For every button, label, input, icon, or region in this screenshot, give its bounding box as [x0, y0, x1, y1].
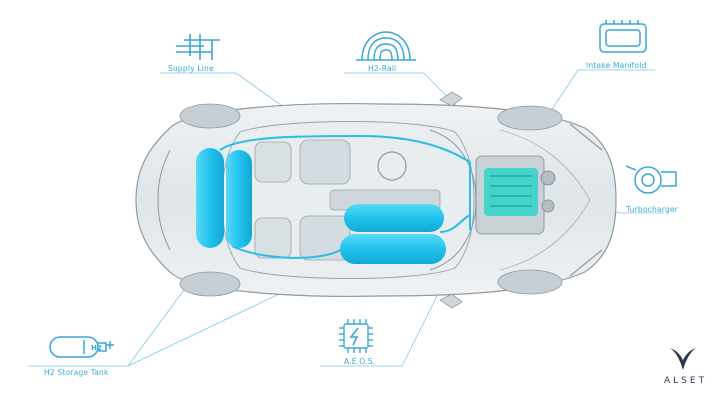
- label-aeos: A.E.O.S.: [344, 357, 376, 366]
- intake-manifold-icon: [599, 20, 647, 53]
- center-h2-tank-lower: [340, 234, 446, 264]
- h2-rail-icon: [356, 31, 416, 61]
- h2-bottle-badge: H2: [91, 344, 102, 352]
- label-supply-line: Supply Line: [168, 64, 214, 73]
- brand-name: ALSET: [664, 376, 708, 386]
- label-turbocharger: Turbocharger: [626, 205, 678, 214]
- h2-supply-pipes: [219, 134, 471, 259]
- label-h2-rail: H2-Rail: [368, 64, 397, 73]
- supply-line-icon: [176, 34, 220, 60]
- label-h2-storage-tank: H2 Storage Tank: [44, 368, 109, 377]
- engine-block: [475, 155, 556, 235]
- turbocharger-icon: [625, 165, 677, 194]
- rear-h2-tank-right: [226, 150, 252, 248]
- h2-bottle-icon: [49, 336, 114, 358]
- center-h2-tank-upper: [344, 204, 444, 232]
- rear-h2-tank-left: [196, 148, 224, 248]
- aeos-chip-icon: [339, 319, 373, 353]
- label-intake-manifold: Intake Manifold: [586, 61, 647, 70]
- alset-logo-icon: [670, 348, 696, 370]
